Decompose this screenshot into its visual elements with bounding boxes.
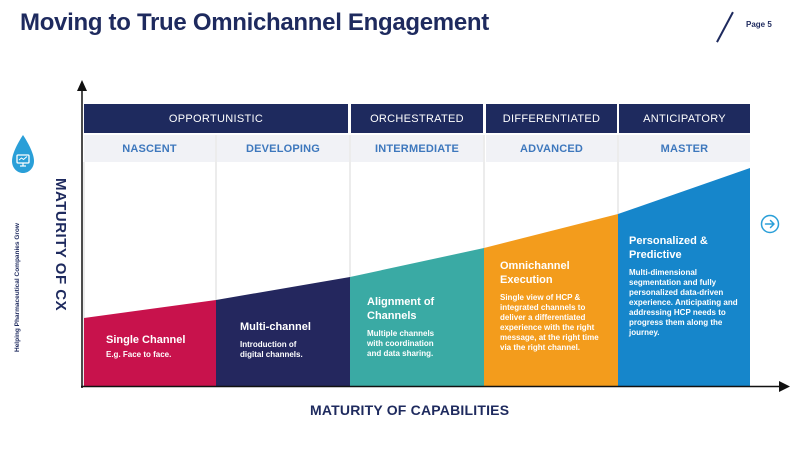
stage-omnichannel-execution: Omnichannel Execution Single view of HCP… <box>500 259 610 353</box>
stage-shape-alignment <box>350 248 484 386</box>
stage-description: Multiple channels with coordination and … <box>367 329 435 358</box>
header-differentiated: DIFFERENTIATED <box>486 104 617 133</box>
stage-description: Introduction of digital channels. <box>240 340 303 359</box>
stage-title: Single Channel <box>106 334 186 346</box>
stage-multi-channel: Multi-channel Introduction of digital ch… <box>240 320 340 360</box>
header-orchestrated: ORCHESTRATED <box>351 104 483 133</box>
stage-description: Multi-dimensional segmentation and fully… <box>629 268 738 337</box>
stage-shape-multi-channel <box>216 277 350 386</box>
stage-title: Multi-channel <box>240 321 311 333</box>
header-anticipatory: ANTICIPATORY <box>619 104 750 133</box>
header-opportunistic: OPPORTUNISTIC <box>84 104 348 133</box>
stage-title: Personalized & Predictive <box>629 235 708 261</box>
stage-alignment-of-channels: Alignment of Channels Multiple channels … <box>367 295 477 359</box>
stage-description: E.g. Face to face. <box>106 350 172 359</box>
drop-monitor-icon <box>12 135 34 173</box>
axes <box>77 80 790 392</box>
level-intermediate: INTERMEDIATE <box>351 135 483 162</box>
stage-single-channel: Single Channel E.g. Face to face. <box>106 333 212 360</box>
level-advanced: ADVANCED <box>486 135 617 162</box>
x-axis-label: MATURITY OF CAPABILITIES <box>310 402 510 418</box>
next-arrow-icon[interactable] <box>760 214 780 234</box>
stage-title: Omnichannel Execution <box>500 260 570 286</box>
stage-shapes <box>84 168 750 386</box>
y-axis-label: MATURITY OF CX <box>52 178 69 312</box>
level-master: MASTER <box>619 135 750 162</box>
stage-shape-personalized <box>618 168 750 386</box>
level-developing: DEVELOPING <box>217 135 349 162</box>
stage-shape-omnichannel <box>484 214 618 386</box>
stage-shape-single-channel <box>84 300 216 386</box>
stage-title: Alignment of Channels <box>367 296 435 322</box>
stage-personalized-predictive: Personalized & Predictive Multi-dimensio… <box>629 234 743 338</box>
stage-description: Single view of HCP & integrated channels… <box>500 293 599 352</box>
page-number: Page 5 <box>746 20 772 29</box>
level-nascent: NASCENT <box>84 135 215 162</box>
page-title: Moving to True Omnichannel Engagement <box>20 9 489 36</box>
